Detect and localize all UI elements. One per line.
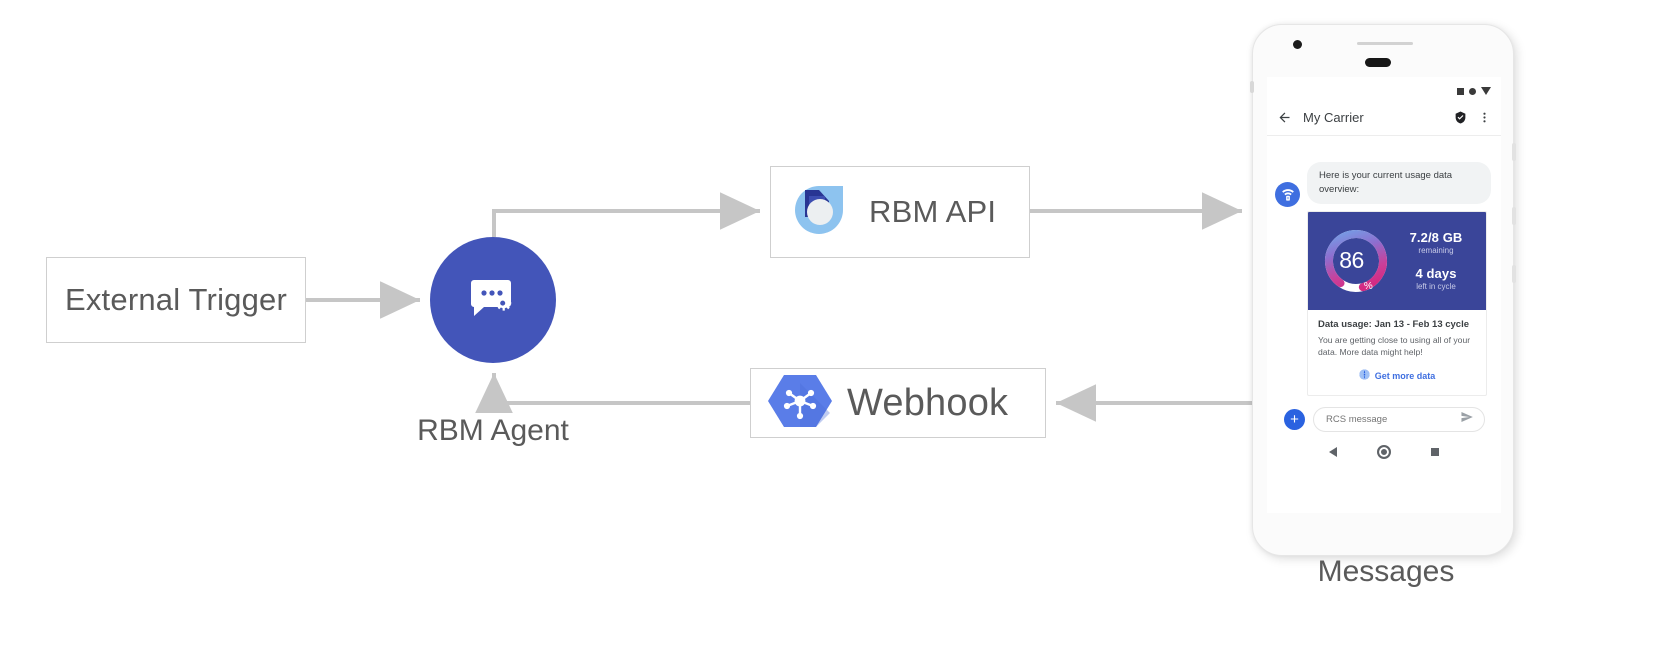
webhook-node[interactable]: Webhook — [750, 368, 1046, 438]
hero-stats: 7.2/8 GB remaining 4 days left in cycle — [1392, 230, 1486, 291]
globe-icon — [1359, 367, 1370, 385]
app-bar: My Carrier — [1267, 99, 1501, 136]
rbm-agent-caption: RBM Agent — [417, 414, 569, 447]
chat-gear-icon — [462, 267, 524, 334]
phone-mockup: My Carrier — [1250, 24, 1516, 556]
rbm-agent-node[interactable] — [430, 237, 556, 363]
data-usage-gauge: 86 % — [1320, 225, 1392, 297]
card-description: You are getting close to using all of yo… — [1318, 334, 1471, 357]
send-icon[interactable] — [1460, 410, 1474, 429]
wire-webhook-to-agent — [475, 373, 750, 413]
rbm-droplet-icon — [785, 176, 853, 249]
nav-home-icon[interactable] — [1377, 445, 1391, 460]
stat-spacer — [1392, 255, 1480, 266]
gauge-number: 86 — [1339, 247, 1364, 274]
plus-icon[interactable]: + — [1284, 409, 1305, 431]
gauge-value: 86 % — [1320, 225, 1392, 297]
card-title: Data usage: Jan 13 - Feb 13 cycle — [1318, 318, 1470, 330]
webhook-label: Webhook — [847, 381, 1009, 424]
message-row: Here is your current usage data overview… — [1275, 162, 1493, 207]
gauge-percent-symbol: % — [1363, 280, 1373, 292]
earpiece-speaker — [1365, 58, 1391, 67]
stat-data-remaining-label: remaining — [1418, 246, 1454, 256]
nav-recents-icon[interactable] — [1431, 448, 1439, 457]
card-body: Data usage: Jan 13 - Feb 13 cycle You ar… — [1308, 310, 1486, 396]
phone-caption: Messages — [1317, 555, 1455, 588]
phone-extra-button[interactable] — [1512, 265, 1516, 283]
phone-power-button[interactable] — [1250, 81, 1254, 93]
rcs-message-input[interactable] — [1324, 413, 1460, 427]
rbm-api-node[interactable]: RBM API — [770, 166, 1030, 258]
external-trigger-label: External Trigger — [64, 282, 288, 317]
phone-volume-down-button[interactable] — [1512, 207, 1516, 225]
cloud-functions-hexagon-icon — [767, 371, 833, 436]
signal-square-icon — [1457, 87, 1464, 95]
stat-days-value: 4 days — [1415, 266, 1457, 282]
composer-field[interactable] — [1313, 407, 1485, 433]
android-nav-bar — [1275, 432, 1493, 460]
app-bar-title: My Carrier — [1303, 109, 1364, 125]
back-arrow-icon[interactable] — [1277, 110, 1292, 125]
phone-volume-up-button[interactable] — [1512, 143, 1516, 161]
external-trigger-node[interactable]: External Trigger — [46, 257, 306, 343]
message-composer: + — [1275, 396, 1493, 433]
wifi-dot-icon — [1469, 87, 1476, 95]
conversation: Here is your current usage data overview… — [1267, 136, 1501, 460]
carrier-wifi-icon — [1275, 181, 1300, 207]
status-bar — [1267, 77, 1501, 99]
phone-screen: My Carrier — [1267, 77, 1501, 513]
stat-days-label: left in cycle — [1416, 282, 1456, 292]
card-hero: 86 % 7.2/8 GB remaining 4 days left in c… — [1308, 211, 1486, 310]
more-vert-icon[interactable] — [1478, 111, 1491, 124]
wire-agent-to-rbmapi — [492, 192, 760, 237]
get-more-data-button[interactable]: Get more data — [1318, 367, 1476, 385]
sensor-strip — [1357, 42, 1413, 45]
verified-shield-icon[interactable] — [1454, 111, 1467, 124]
get-more-data-label: Get more data — [1374, 371, 1436, 382]
battery-triangle-icon — [1481, 87, 1491, 95]
chat-bubble: Here is your current usage data overview… — [1307, 162, 1491, 204]
rich-card[interactable]: 86 % 7.2/8 GB remaining 4 days left in c… — [1307, 210, 1487, 397]
stat-data-remaining-value: 7.2/8 GB — [1409, 230, 1463, 246]
front-camera-icon — [1293, 40, 1302, 49]
rbm-api-label: RBM API — [869, 194, 997, 229]
nav-back-icon[interactable] — [1329, 447, 1337, 458]
